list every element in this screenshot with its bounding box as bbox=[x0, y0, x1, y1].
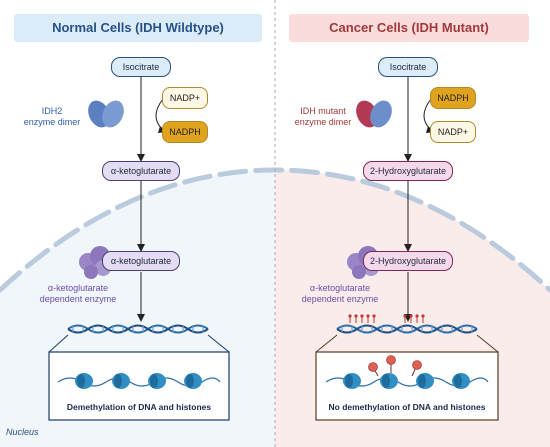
right-dna-helix-icon bbox=[336, 324, 478, 334]
right-cofactor-out: NADP+ bbox=[430, 121, 476, 143]
left-arrowhead-1 bbox=[137, 154, 145, 162]
right-outcome-caption: No demethylation of DNA and histones bbox=[328, 402, 486, 412]
dna-methyl-marks-icon bbox=[348, 314, 425, 323]
left-outcome-caption: Demethylation of DNA and histones bbox=[66, 402, 212, 412]
right-product-node: 2-Hydroxyglutarate bbox=[363, 161, 453, 181]
left-cofactor-out: NADPH bbox=[162, 121, 208, 143]
right-arrowhead-2 bbox=[404, 244, 412, 252]
left-cofactor-in: NADP+ bbox=[162, 87, 208, 109]
right-nucleosomes-icon bbox=[325, 373, 489, 389]
left-nucleosomes-icon bbox=[57, 373, 221, 389]
left-product-node: α-ketoglutarate bbox=[102, 161, 180, 181]
left-nuclear-metabolite-node: α-ketoglutarate bbox=[102, 251, 180, 271]
left-isocitrate-node: Isocitrate bbox=[111, 57, 171, 77]
left-panel-title: Normal Cells (IDH Wildtype) bbox=[14, 14, 262, 42]
left-zoom-line-left bbox=[48, 334, 69, 353]
right-arrowhead-1 bbox=[404, 154, 412, 162]
right-zoom-line-right bbox=[476, 334, 499, 353]
nucleus-label: Nucleus bbox=[6, 427, 39, 437]
left-dependent-enzyme-label: α-ketoglutarate dependent enzyme bbox=[39, 283, 117, 304]
idh2-enzyme-dimer-icon bbox=[88, 100, 124, 128]
right-cofactor-in: NADPH bbox=[430, 87, 476, 109]
left-dna-helix-icon bbox=[67, 324, 209, 334]
histone-methyl-marks-icon bbox=[368, 355, 422, 377]
left-enzyme-label: IDH2 enzyme dimer bbox=[23, 106, 81, 127]
right-enzyme-label: IDH mutant enzyme dimer bbox=[294, 106, 352, 127]
left-zoom-line-right bbox=[207, 334, 230, 353]
right-zoom-line-left bbox=[315, 334, 338, 353]
right-nuclear-metabolite-node: 2-Hydroxyglutarate bbox=[363, 251, 453, 271]
right-isocitrate-node: Isocitrate bbox=[378, 57, 438, 77]
right-dependent-enzyme-label: α-ketoglutarate dependent enzyme bbox=[301, 283, 379, 304]
left-arrowhead-2 bbox=[137, 244, 145, 252]
idh-mutant-enzyme-dimer-icon bbox=[356, 100, 392, 128]
left-arrowhead-3 bbox=[137, 314, 145, 322]
right-panel-title: Cancer Cells (IDH Mutant) bbox=[289, 14, 529, 42]
